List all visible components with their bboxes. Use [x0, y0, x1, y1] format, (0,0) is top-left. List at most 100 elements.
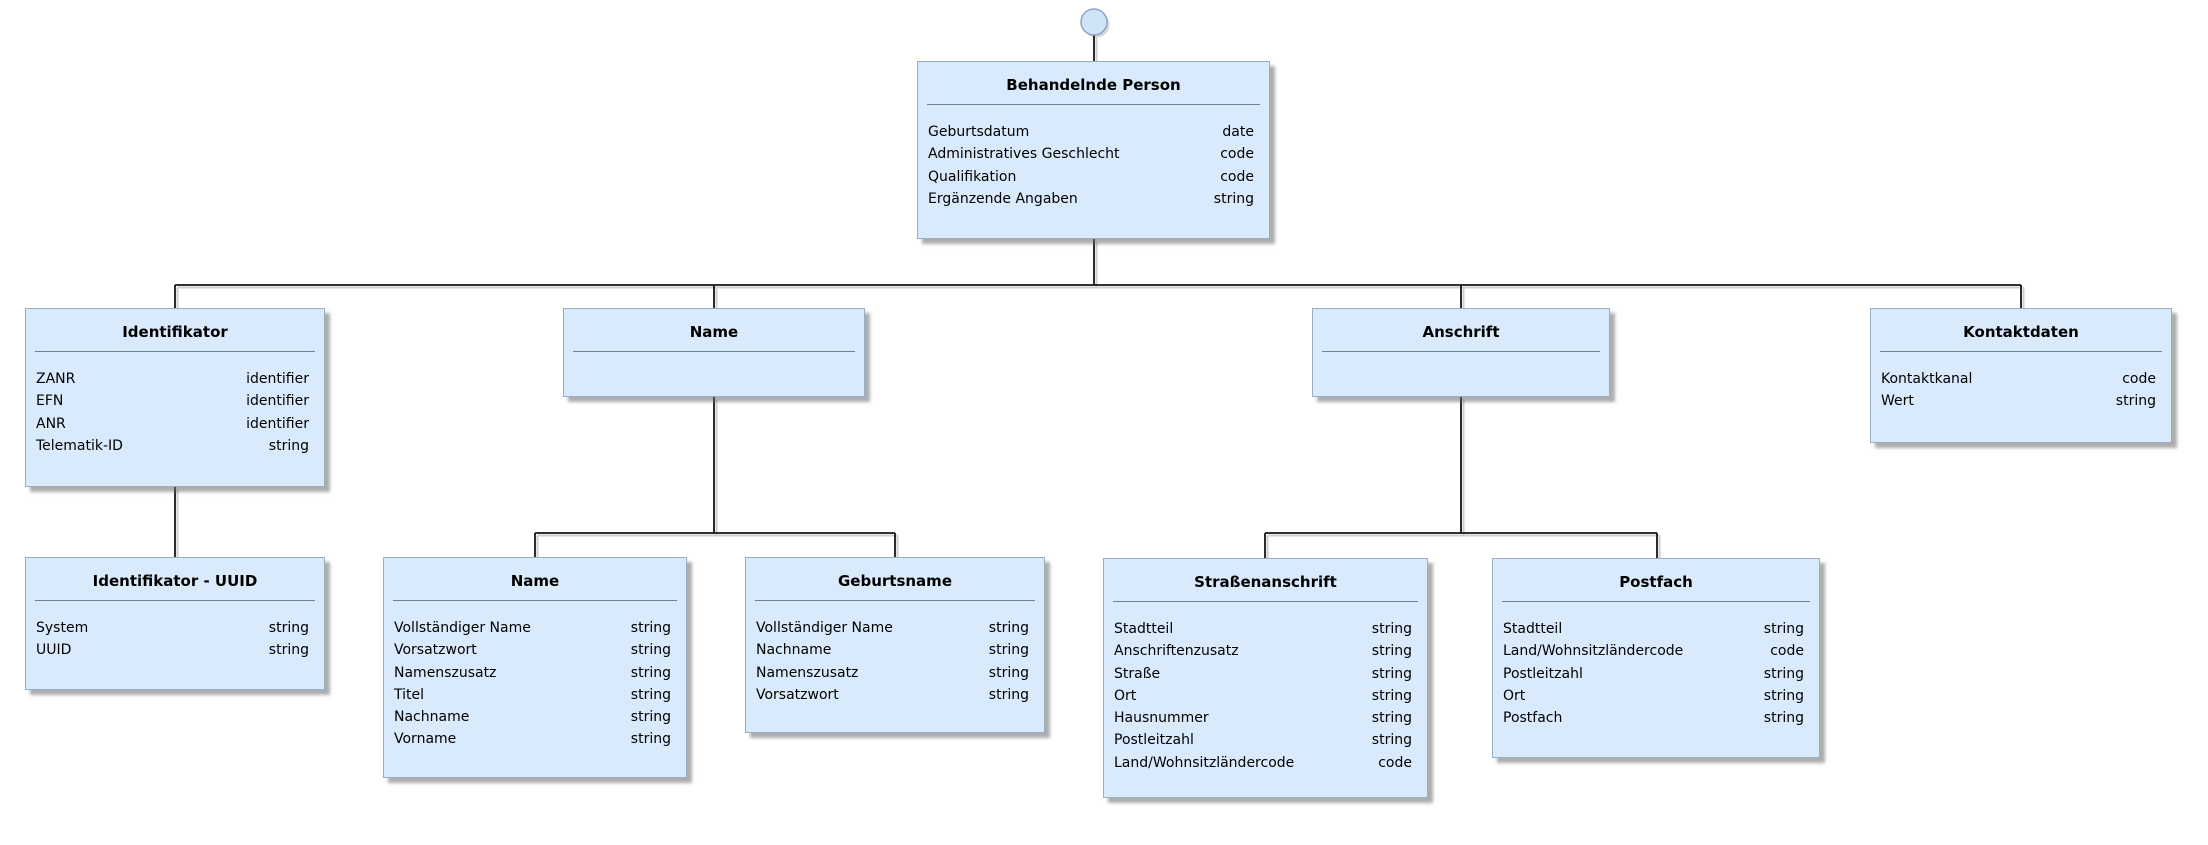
- entity-title: Postfach: [1619, 572, 1693, 591]
- entity-header: Kontaktdaten: [1880, 309, 2162, 352]
- attribute-type: string: [2115, 393, 2156, 410]
- attribute-row: Land/Wohnsitzländercode code: [1503, 640, 1804, 662]
- entity-header: Postfach: [1502, 559, 1810, 602]
- attribute-name: Namenszusatz: [756, 664, 859, 681]
- entity-anschrift: Anschrift: [1312, 308, 1610, 397]
- attribute-name: Land/Wohnsitzländercode: [1503, 643, 1684, 660]
- attribute-type: string: [1763, 687, 1804, 704]
- attribute-type: string: [1763, 665, 1804, 682]
- attribute-name: Ort: [1114, 687, 1137, 704]
- attribute-type: string: [1371, 732, 1412, 749]
- attribute-type: string: [630, 642, 671, 659]
- attribute-type: string: [268, 437, 309, 454]
- entity-header: Name: [573, 309, 855, 352]
- attribute-name: Qualifikation: [928, 168, 1017, 185]
- entity-header: Name: [393, 558, 677, 601]
- attribute-type: string: [988, 620, 1029, 636]
- entity-title: Identifikator: [122, 322, 228, 341]
- attribute-type: date: [1222, 124, 1254, 140]
- entity-header: Geburtsname: [755, 558, 1035, 601]
- attribute-name: Nachname: [756, 642, 832, 659]
- attribute-name: Ergänzende Angaben: [928, 190, 1078, 207]
- attribute-name: Namenszusatz: [394, 664, 497, 681]
- attribute-name: UUID: [36, 642, 72, 659]
- attribute-name: ANR: [36, 415, 66, 432]
- attribute-name: Kontaktkanal: [1881, 371, 1973, 387]
- attribute-name: Postleitzahl: [1503, 665, 1583, 682]
- attribute-row: Postleitzahl string: [1503, 663, 1804, 685]
- attribute-list: [1313, 352, 1609, 368]
- attribute-row: Qualifikation code: [928, 166, 1254, 188]
- attribute-type: string: [1371, 710, 1412, 727]
- entity-header: Identifikator - UUID: [35, 558, 315, 601]
- attribute-type: string: [630, 709, 671, 726]
- attribute-type: string: [988, 664, 1029, 681]
- attribute-name: Anschriftenzusatz: [1114, 643, 1239, 660]
- entity-title: Geburtsname: [837, 571, 952, 590]
- attribute-row: ZANR identifier: [36, 368, 309, 390]
- entity-title: Name: [510, 571, 560, 590]
- attribute-name: Vollständiger Name: [394, 620, 531, 636]
- entity-title: Identifikator - UUID: [92, 571, 258, 590]
- attribute-row: Postleitzahl string: [1114, 729, 1412, 751]
- attribute-row: Kontaktkanal code: [1881, 368, 2156, 390]
- attribute-row: ANR identifier: [36, 413, 309, 435]
- attribute-type: identifier: [246, 415, 309, 432]
- attribute-name: Stadtteil: [1114, 621, 1174, 637]
- entity-name: Name: [563, 308, 865, 397]
- attribute-row: Ort string: [1503, 685, 1804, 707]
- attribute-type: string: [1371, 665, 1412, 682]
- attribute-name: ZANR: [36, 371, 76, 387]
- attribute-name: Telematik-ID: [36, 437, 123, 454]
- attribute-type: identifier: [246, 371, 309, 387]
- attribute-type: string: [1763, 621, 1804, 637]
- attribute-name: Vorsatzwort: [394, 642, 477, 659]
- entity-header: Identifikator: [35, 309, 315, 352]
- attribute-row: Vorsatzwort string: [394, 639, 671, 661]
- attribute-row: Anschriftenzusatz string: [1114, 640, 1412, 662]
- attribute-type: string: [988, 642, 1029, 659]
- attribute-row: Namenszusatz string: [756, 662, 1029, 684]
- attribute-type: code: [2122, 371, 2156, 387]
- attribute-name: Land/Wohnsitzländercode: [1114, 754, 1295, 771]
- attribute-type: string: [268, 620, 309, 636]
- attribute-type: string: [1371, 643, 1412, 660]
- attribute-type: code: [1770, 643, 1804, 660]
- entity-header: Anschrift: [1322, 309, 1600, 352]
- attribute-name: Ort: [1503, 687, 1526, 704]
- attribute-row: Telematik-ID string: [36, 435, 309, 457]
- attribute-name: Postfach: [1503, 710, 1563, 727]
- attribute-name: Vorname: [394, 731, 457, 748]
- attribute-type: string: [1371, 687, 1412, 704]
- attribute-type: code: [1220, 168, 1254, 185]
- attribute-name: Administratives Geschlecht: [928, 146, 1120, 163]
- attribute-type: string: [1763, 710, 1804, 727]
- entity-header: Behandelnde Person: [927, 62, 1260, 105]
- attribute-name: Postleitzahl: [1114, 732, 1194, 749]
- entity-title: Kontaktdaten: [1963, 322, 2079, 341]
- attribute-row: Ort string: [1114, 685, 1412, 707]
